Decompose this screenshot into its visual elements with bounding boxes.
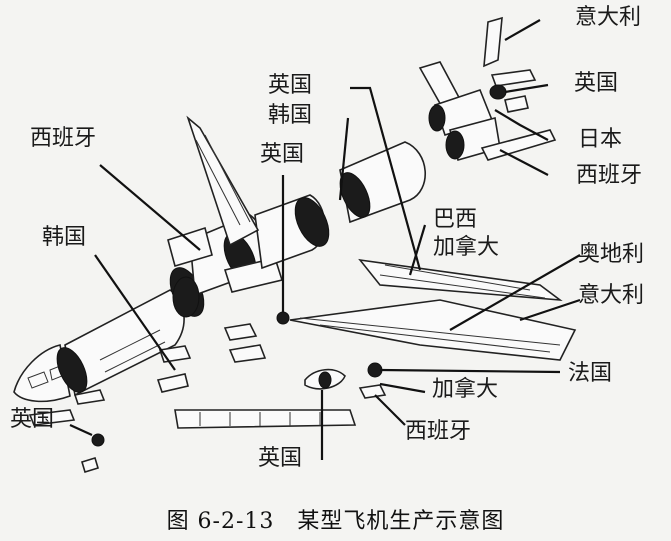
label-italy-top: 意大利 (575, 5, 642, 30)
label-japan: 日本 (578, 127, 623, 152)
label-brazil: 巴西 (433, 207, 478, 232)
left-wing (186, 115, 260, 247)
label-uk-right: 英国 (574, 71, 619, 96)
label-spain-bottom: 西班牙 (405, 419, 472, 444)
tail-cone-parts (480, 84, 557, 161)
horizontal-tail-top (483, 16, 537, 87)
nose-section (13, 344, 71, 403)
flap-panels (28, 323, 357, 429)
label-canada-top: 加拿大 (433, 235, 500, 260)
label-italy-right: 意大利 (578, 283, 645, 308)
label-uk-top-mid: 英国 (268, 73, 313, 98)
label-uk-left: 英国 (10, 407, 55, 432)
label-uk-mid: 英国 (260, 142, 305, 167)
label-spain-left: 西班牙 (30, 126, 97, 151)
label-korea-left: 韩国 (42, 225, 87, 250)
left-engine (167, 226, 213, 318)
label-korea-mid: 韩国 (268, 103, 313, 128)
label-uk-bottom: 英国 (258, 446, 303, 471)
figure-caption: 图 6-2-13 某型飞机生产示意图 (166, 509, 505, 534)
mid-fuselage-2 (254, 194, 330, 270)
right-wing (289, 258, 577, 361)
label-france: 法国 (568, 361, 613, 386)
rear-fuselage (339, 141, 426, 224)
label-canada-bottom: 加拿大 (432, 377, 499, 402)
label-spain-right: 西班牙 (576, 163, 643, 188)
leader-lines (69, 19, 581, 460)
label-austria: 奥地利 (578, 242, 645, 267)
landing-gear-parts (81, 311, 387, 474)
exploded-aircraft-drawing (13, 16, 581, 474)
